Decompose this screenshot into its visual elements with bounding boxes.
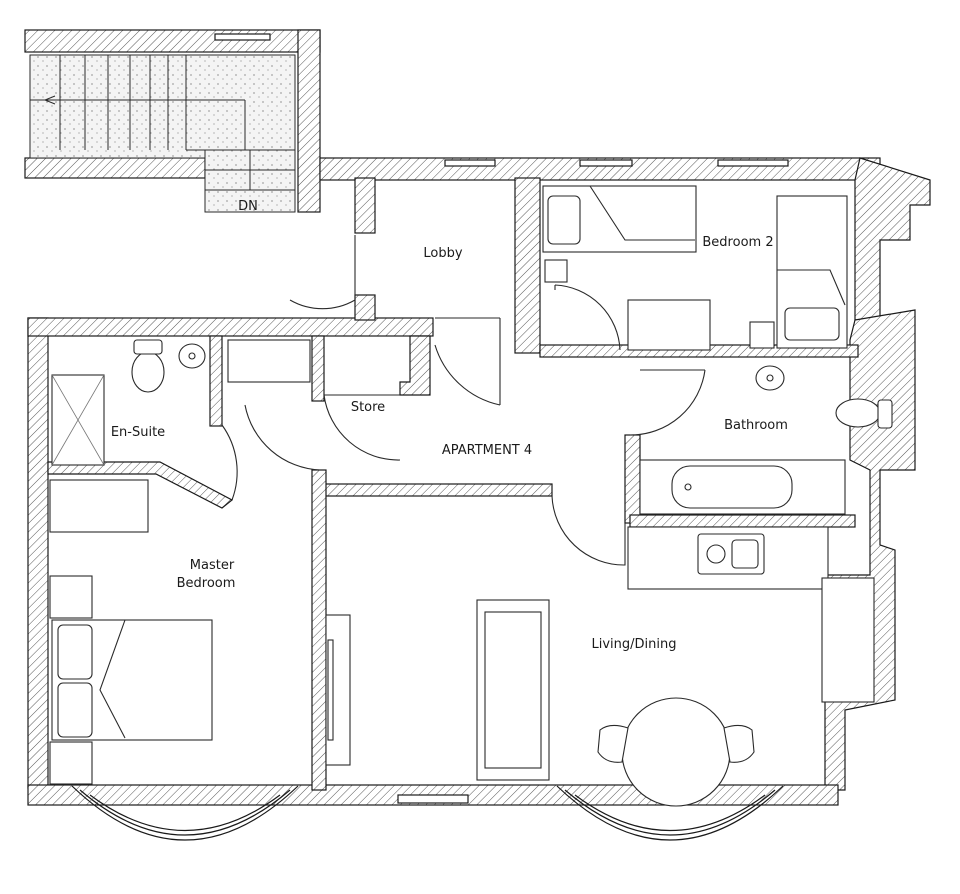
hallway: APARTMENT 4 [442,443,626,566]
stairwell: DN [24,29,321,214]
basin-icon [755,365,785,391]
stair-treads [30,55,295,191]
master-bedroom-label-line2: Bedroom [177,576,236,591]
bedroom-2-label: Bedroom 2 [702,235,773,250]
pillow-icon [57,624,93,680]
pillow-icon [784,307,840,341]
bay-window-living [556,785,784,841]
wardrobe [227,339,311,383]
toilet-icon [131,339,165,393]
master-bedroom-room: Master Bedroom [49,479,236,785]
lobby-inner-door [434,317,501,406]
wardrobe [49,479,149,533]
ensuite-door [221,424,238,501]
dining-table [597,697,755,807]
stair-down-label: DN [238,199,258,214]
bath-drain [684,483,692,491]
apartment-label: APARTMENT 4 [442,443,532,458]
desk [627,299,711,351]
basin-icon [178,343,206,369]
living-door [551,490,626,566]
pillow-icon [57,682,93,738]
ensuite-room: En-Suite [51,339,238,501]
ensuite-label: En-Suite [111,425,165,440]
lobby-room: Lobby [289,235,501,406]
sofa [476,599,550,781]
living-dining-label: Living/Dining [592,637,677,652]
toilet-icon [835,398,893,429]
bedside-table [749,321,775,349]
living-dining-room: Living/Dining [325,526,875,807]
store-door [323,394,401,461]
store-label: Store [351,400,385,415]
bathroom-label: Bathroom [724,418,788,433]
bathroom-door [629,369,706,436]
sink-icon [697,533,765,575]
bedside-table [49,575,93,619]
lobby-entry-door [289,235,356,310]
pillow-icon [547,195,581,245]
master-bedroom-label-line1: Master [190,558,235,573]
stair-direction-arrow [43,95,56,105]
store-room: Store [227,339,401,471]
lobby-label: Lobby [423,246,462,261]
tv-unit [325,614,351,766]
sideboard [821,577,875,703]
bedside-table [49,741,93,785]
bedroom-2-door [554,284,621,351]
wardrobe-door [244,404,321,471]
bathroom-room: Bathroom [629,365,893,515]
bedside-table [544,259,568,283]
bedroom-2-room: Bedroom 2 [542,185,848,351]
bay-window-master [71,785,299,841]
